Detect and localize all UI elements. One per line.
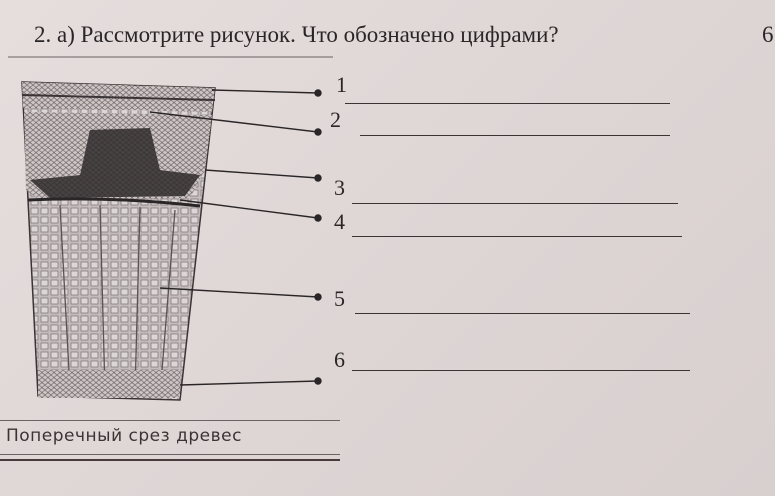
cambium <box>27 197 201 208</box>
phloem-dark <box>30 128 200 198</box>
label-4: 4 <box>334 209 345 234</box>
divider <box>8 56 333 58</box>
medullary-rays <box>59 204 176 396</box>
label-6: 6 <box>334 347 345 372</box>
label-3: 3 <box>334 175 345 200</box>
answer-line-4[interactable] <box>352 236 682 237</box>
task-title: 2. а) Рассмотрите рисунок. Что обозначен… <box>34 22 559 47</box>
cut-off-char: 6 <box>762 22 774 47</box>
figure-caption: Поперечный срез древес <box>6 426 242 446</box>
label-1: 1 <box>336 72 347 97</box>
caption-rule <box>0 454 340 455</box>
answer-line-5[interactable] <box>355 313 690 314</box>
pith <box>38 370 180 398</box>
leader-lines <box>149 89 322 386</box>
answer-line-1[interactable] <box>345 103 670 104</box>
label-2: 2 <box>330 107 341 132</box>
answer-line-3[interactable] <box>352 203 678 204</box>
label-5: 5 <box>334 286 345 311</box>
caption-top-rule <box>0 420 340 421</box>
caption-bottom-rule <box>0 459 340 461</box>
answer-line-2[interactable] <box>360 135 670 136</box>
answer-line-6[interactable] <box>352 370 690 371</box>
